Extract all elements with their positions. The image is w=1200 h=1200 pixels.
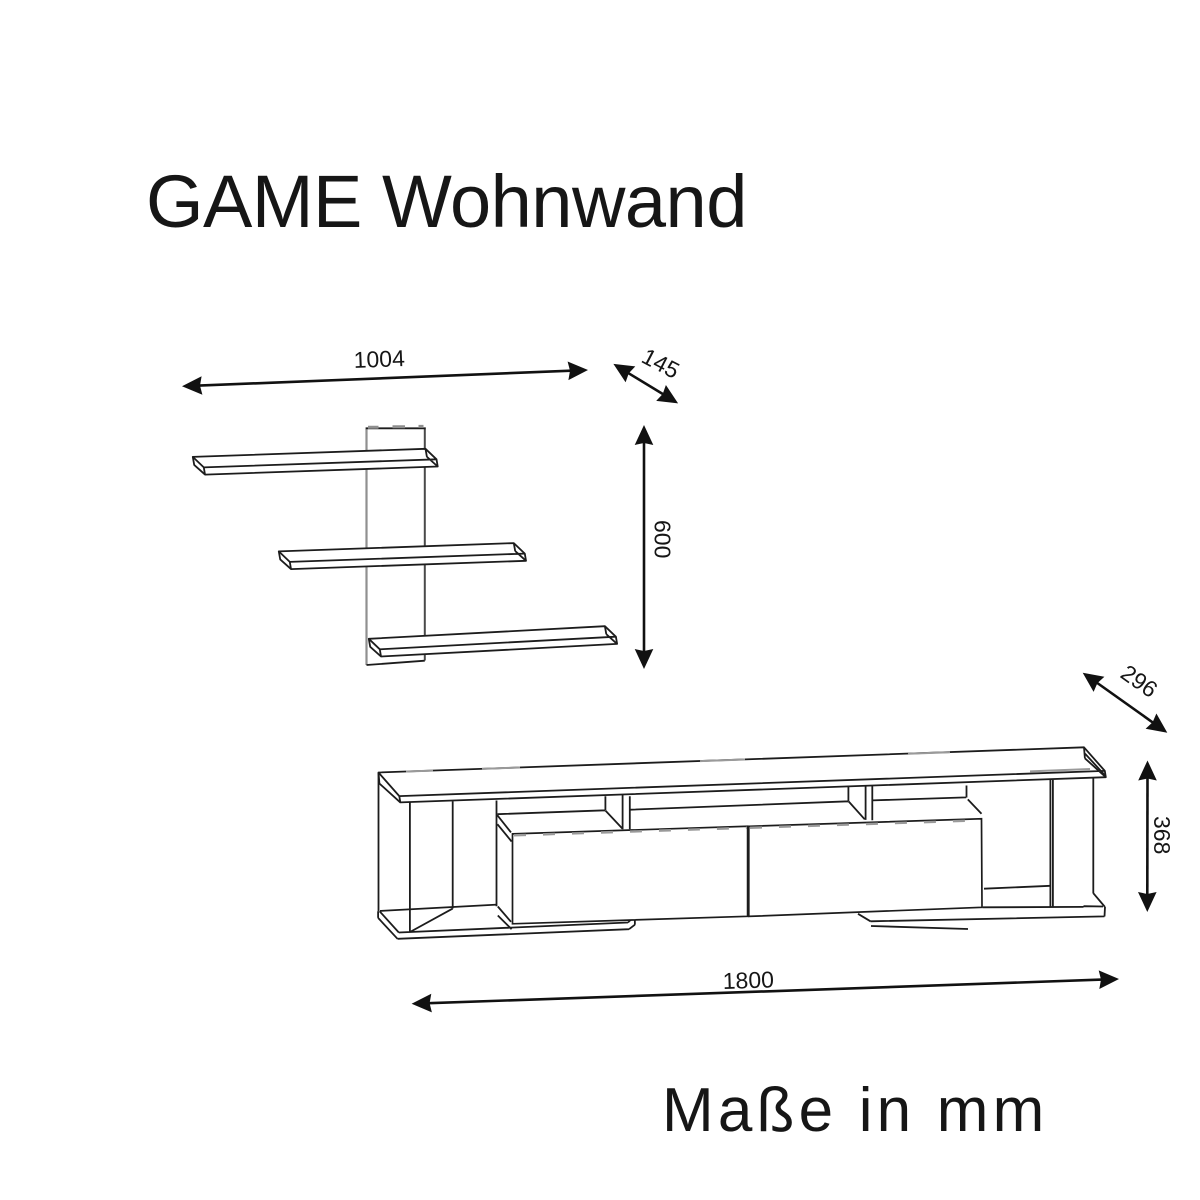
svg-text:368: 368 [1149, 816, 1175, 854]
svg-text:1800: 1800 [722, 966, 774, 994]
svg-text:1004: 1004 [353, 345, 405, 373]
svg-text:Maße in mm: Maße in mm [662, 1076, 1048, 1145]
svg-text:GAME Wohnwand: GAME Wohnwand [146, 160, 747, 243]
svg-text:600: 600 [650, 520, 676, 558]
